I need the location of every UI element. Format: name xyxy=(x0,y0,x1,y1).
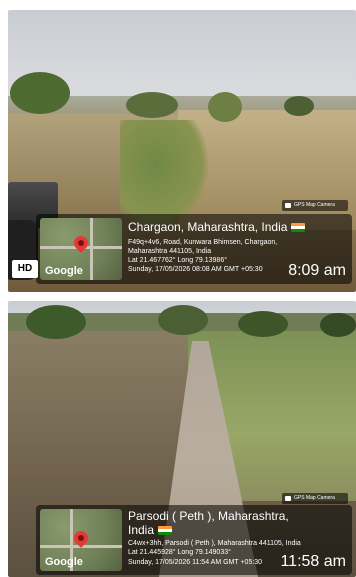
mini-map[interactable]: Google xyxy=(40,218,122,280)
geotagged-photo-chargaon[interactable]: GPS Map Camera Google Chargaon, Maharash… xyxy=(8,10,356,292)
tree xyxy=(26,305,86,339)
location-title-line2: India xyxy=(128,523,173,537)
map-road xyxy=(70,509,73,571)
datetime: Sunday, 17/05/2026 11:54 AM GMT +05:30 xyxy=(128,559,263,566)
time-display: 11:58 am xyxy=(280,553,346,570)
map-road xyxy=(90,218,93,280)
gps-camera-badge: GPS Map Camera xyxy=(282,200,348,211)
location-title: Chargaon, Maharashtra, India xyxy=(128,220,306,234)
india-flag-icon xyxy=(291,223,306,233)
tree xyxy=(208,92,242,122)
geotagged-photo-parsodi[interactable]: GPS Map Camera Google Parsodi ( Peth ), … xyxy=(8,301,356,577)
coordinates: Lat 21.445928° Long 79.149033° xyxy=(128,549,231,556)
camera-icon xyxy=(285,496,291,501)
location-info-panel: Google Parsodi ( Peth ), Maharashtra, In… xyxy=(36,505,352,575)
location-title: Parsodi ( Peth ), Maharashtra, xyxy=(128,509,289,523)
tree xyxy=(284,96,314,116)
location-title-text: Chargaon, Maharashtra, India xyxy=(128,220,288,234)
hd-badge[interactable]: HD xyxy=(12,260,38,278)
datetime: Sunday, 17/05/2026 08:08 AM GMT +05:30 xyxy=(128,266,263,273)
gps-camera-label: GPS Map Camera xyxy=(294,495,335,501)
camera-icon xyxy=(285,203,291,208)
tree xyxy=(158,305,208,335)
location-title-text: India xyxy=(128,523,155,537)
time-display: 8:09 am xyxy=(288,262,346,279)
address-line: C4wx+3hh, Parsodi ( Peth ), Maharashtra … xyxy=(128,540,301,547)
india-flag-icon xyxy=(158,526,173,536)
tree xyxy=(10,72,70,114)
address-line: F49q+4v6, Road, Kunwara Bhimsen, Chargao… xyxy=(128,239,278,246)
location-info-panel: Google Chargaon, Maharashtra, India F49q… xyxy=(36,214,352,284)
green-grass xyxy=(120,120,210,230)
address-line: Maharashtra 441105, India xyxy=(128,248,212,255)
gps-camera-label: GPS Map Camera xyxy=(294,202,335,208)
tree xyxy=(126,92,178,118)
map-pin-icon xyxy=(71,233,91,253)
tree xyxy=(320,313,356,337)
google-logo: Google xyxy=(45,556,83,568)
tree xyxy=(238,311,288,337)
coordinates: Lat 21.467762° Long 79.13986° xyxy=(128,257,228,264)
google-logo: Google xyxy=(45,265,83,277)
mini-map[interactable]: Google xyxy=(40,509,122,571)
gps-camera-badge: GPS Map Camera xyxy=(282,493,348,504)
